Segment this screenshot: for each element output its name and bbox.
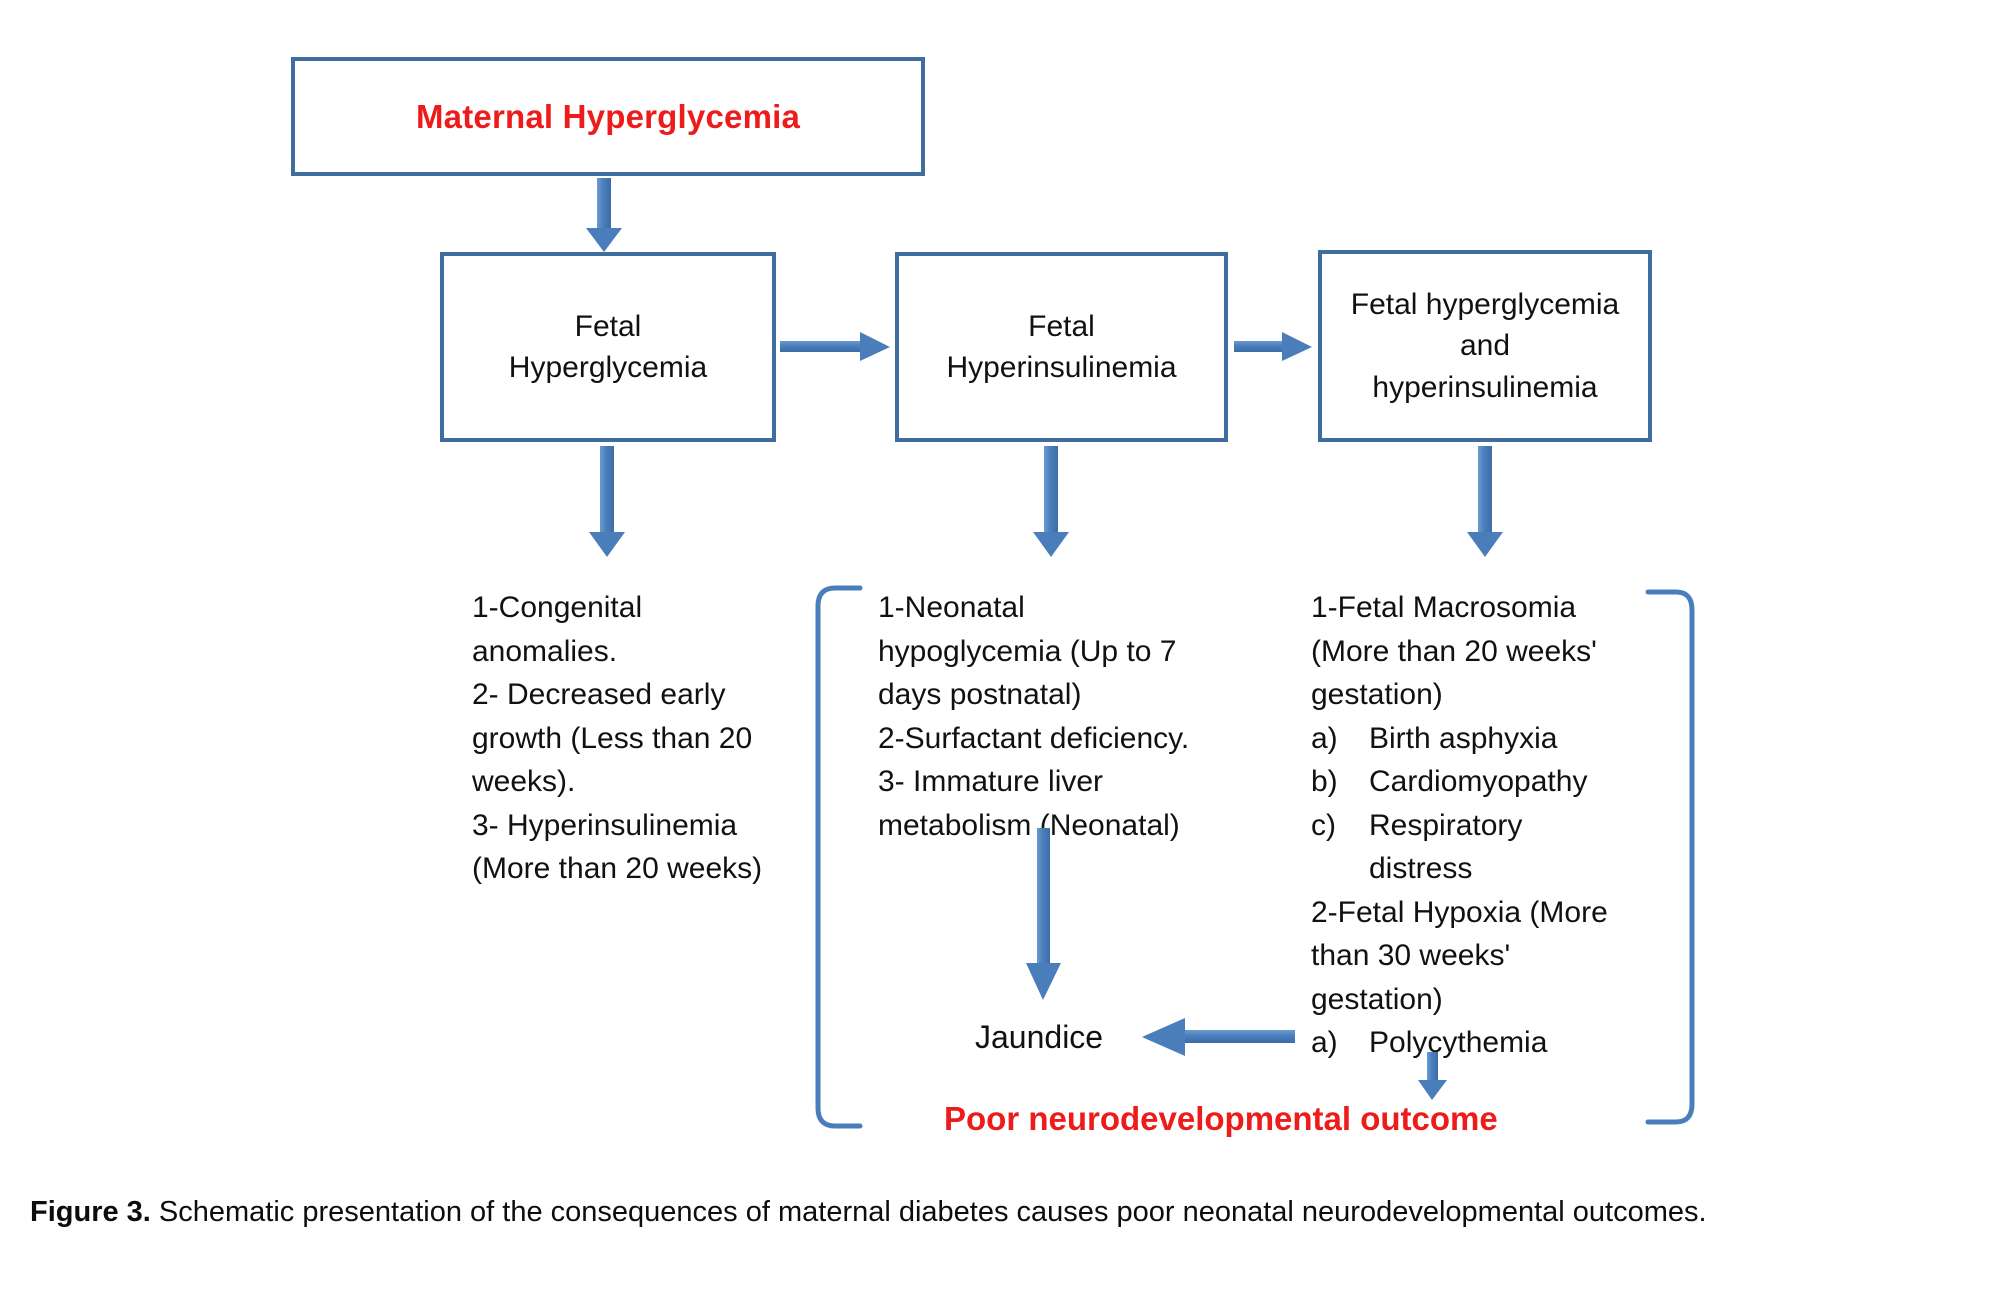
node-maternal-hyperglycemia-label: Maternal Hyperglycemia (415, 97, 801, 135)
node-fetal-hyperglycemia-label: Fetal Hyperglycemia (508, 309, 708, 384)
list-text-respiratory-distress: Respiratory distress (1369, 808, 1523, 886)
list-item-cardiomyopathy: b) Cardiomyopathy (1311, 760, 1661, 804)
bracket-left (815, 585, 863, 1129)
list-text-cardiomyopathy: Cardiomyopathy (1369, 765, 1588, 798)
node-jaundice: Jaundice (975, 1019, 1104, 1055)
arrow-title-to-fetal-hyperglycemia (586, 178, 622, 252)
figure-caption: Figure 3. Schematic presentation of the … (30, 1192, 1974, 1233)
list-text-polycythemia: Polycythemia (1369, 1026, 1548, 1059)
node-fetal-hyperglycemia: Fetal Hyperglycemia (440, 252, 776, 442)
list-text-birth-asphyxia: Birth asphyxia (1369, 721, 1558, 755)
list-item-respiratory-distress: c) Respiratory distress (1311, 804, 1661, 891)
arrow-middle-list-to-jaundice (1026, 828, 1061, 1000)
node-fetal-hyperinsulinemia: Fetal Hyperinsulinemia (895, 252, 1228, 442)
arrow-hyperinsulinemia-to-middle-list (1033, 446, 1069, 557)
list-marker-a1: a) (1311, 721, 1338, 755)
node-fetal-hyperglycemia-and-hyperinsulinemia-label: Fetal hyperglycemia and hyperinsulinemia (1350, 287, 1620, 404)
list-left-consequences: 1-Congenital anomalies. 2- Decreased ear… (472, 591, 763, 885)
node-fetal-hyperglycemia-and-hyperinsulinemia: Fetal hyperglycemia and hyperinsulinemia (1318, 250, 1652, 442)
arrow-hyperglycemia-to-left-list (589, 446, 625, 557)
list-right-intro-1: 1-Fetal Macrosomia (More than 20 weeks' … (1311, 591, 1597, 711)
list-right-intro-2: 2-Fetal Hypoxia (More than 30 weeks' ges… (1311, 895, 1608, 1016)
list-item-birth-asphyxia: a) Birth asphyxia (1311, 717, 1661, 761)
node-maternal-hyperglycemia: Maternal Hyperglycemia (291, 57, 925, 176)
figure-caption-prefix: Figure 3. (30, 1196, 151, 1228)
arrow-hyperinsulinemia-to-combined (1234, 332, 1312, 361)
arrow-hyperglycemia-to-hyperinsulinemia (780, 332, 890, 361)
arrow-combined-to-right-list (1467, 446, 1503, 557)
node-poor-neurodevelopmental-outcome: Poor neurodevelopmental outcome (944, 1100, 1498, 1137)
list-right-consequences: 1-Fetal Macrosomia (More than 20 weeks' … (1311, 586, 1661, 1065)
figure-caption-body: Schematic presentation of the consequenc… (150, 1196, 1707, 1228)
node-fetal-hyperinsulinemia-label: Fetal Hyperinsulinemia (946, 309, 1177, 384)
arrow-polycythemia-to-jaundice (1142, 1018, 1295, 1056)
list-middle-consequences: 1-Neonatal hypoglycemia (Up to 7 days po… (878, 591, 1190, 842)
list-marker-c1: c) (1311, 808, 1336, 842)
list-marker-b1: b) (1311, 765, 1338, 798)
list-item-polycythemia: a) Polycythemia (1311, 1021, 1661, 1065)
list-marker-a2: a) (1311, 1026, 1338, 1059)
